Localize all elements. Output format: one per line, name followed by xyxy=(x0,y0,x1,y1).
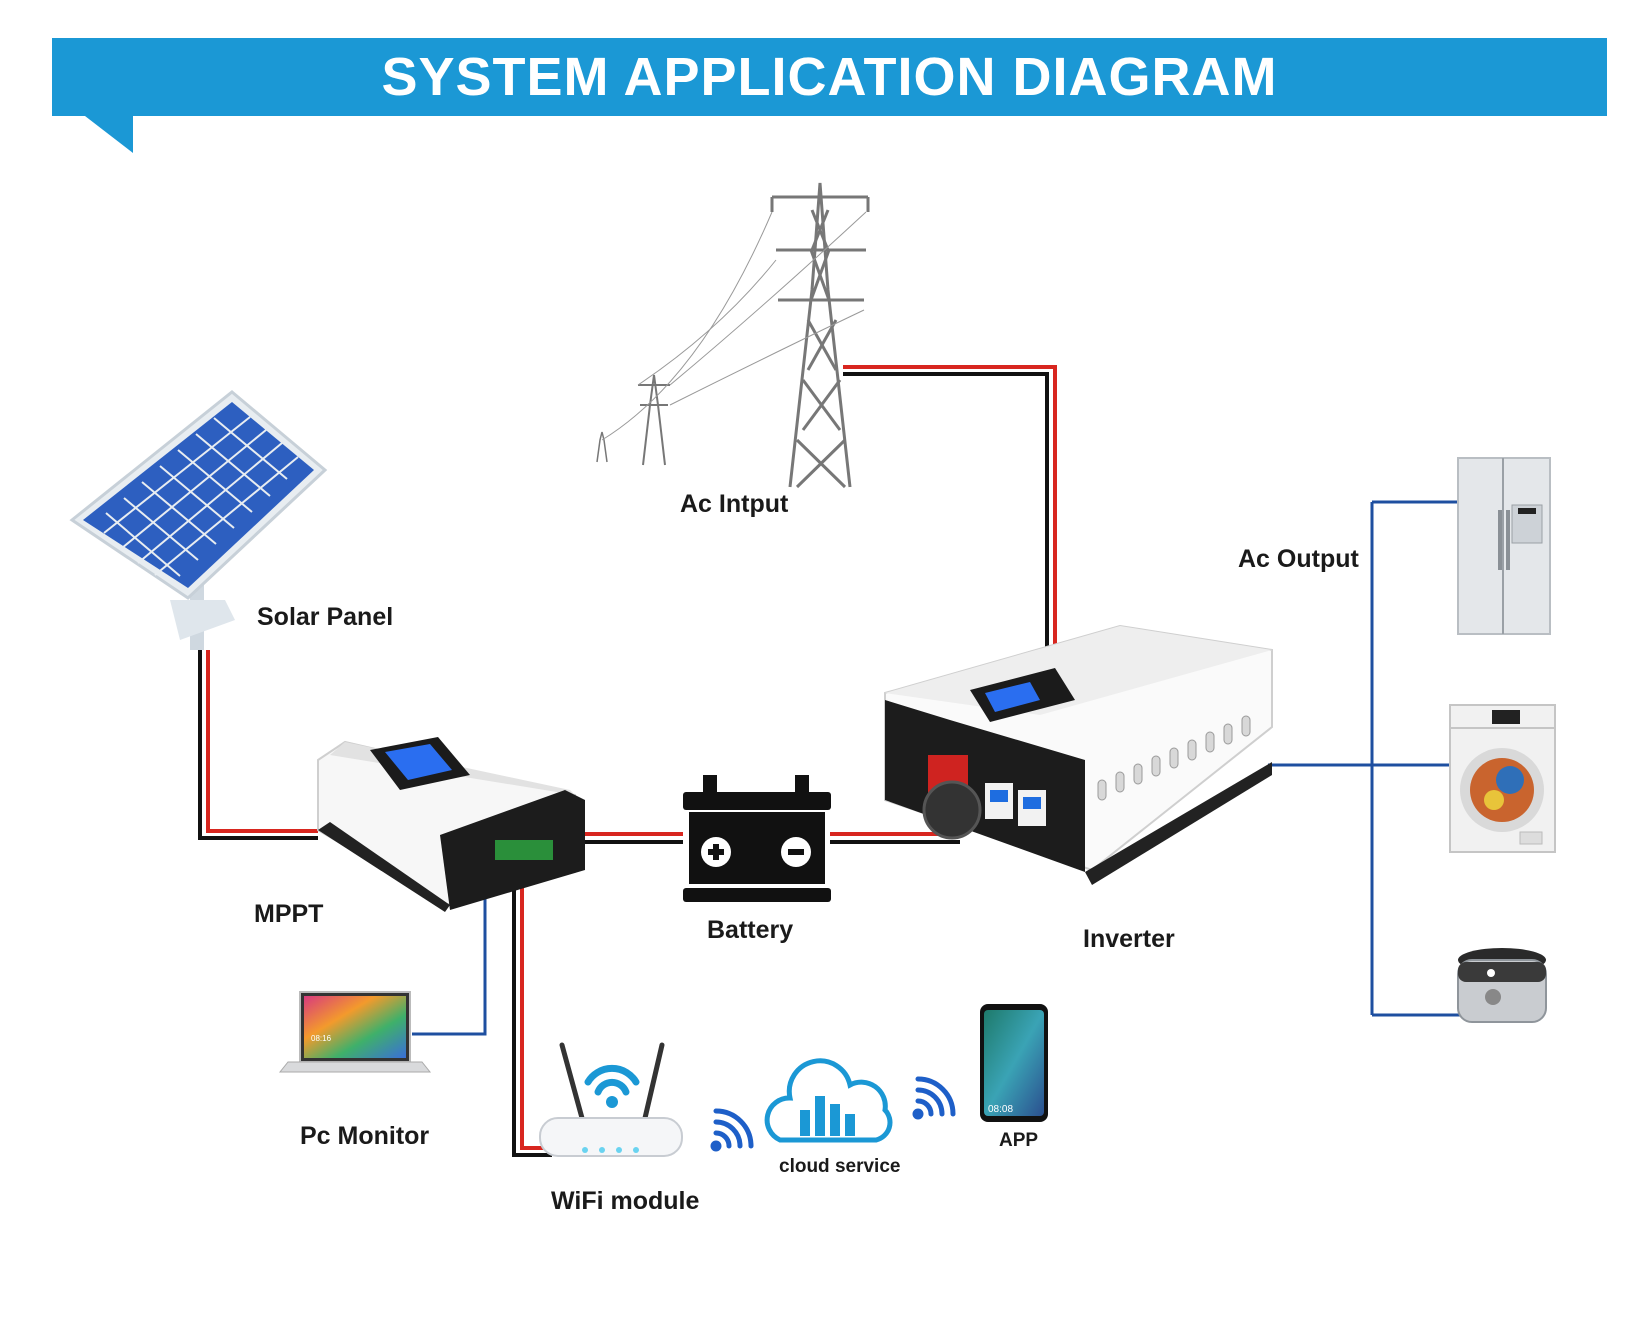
label-battery: Battery xyxy=(707,916,794,944)
wifi-signal-icon xyxy=(710,1108,754,1152)
refrigerator-icon xyxy=(1457,457,1551,635)
label-solar-panel: Solar Panel xyxy=(257,603,394,631)
label-ac-input: Ac Intput xyxy=(680,490,789,518)
cloud-icon xyxy=(764,1058,893,1143)
label-mppt: MPPT xyxy=(254,900,324,928)
title-banner xyxy=(52,38,1607,153)
mppt-controller-icon xyxy=(317,737,585,912)
label-inverter: Inverter xyxy=(1083,925,1175,953)
wifi-signal-icon xyxy=(912,1076,956,1120)
label-cloud-service: cloud service xyxy=(779,1156,901,1177)
label-ac-output: Ac Output xyxy=(1238,545,1359,573)
power-tower-icon xyxy=(596,182,870,489)
page-title: SYSTEM APPLICATION DIAGRAM xyxy=(381,47,1278,107)
label-app: APP xyxy=(999,1130,1039,1151)
power-wires xyxy=(198,365,1057,1157)
solar-panel-icon xyxy=(69,390,328,650)
washing-machine-icon xyxy=(1449,704,1556,853)
rice-cooker-icon xyxy=(1457,948,1547,1023)
laptop-icon: 08:16 xyxy=(278,991,432,1073)
label-pc-monitor: Pc Monitor xyxy=(300,1122,430,1150)
inverter-icon xyxy=(884,624,1273,885)
phone-clock: 08:08 xyxy=(988,1104,1013,1115)
smartphone-icon: 08:08 xyxy=(980,1004,1048,1122)
comm-wires xyxy=(412,500,1460,1036)
wifi-router-icon xyxy=(539,1042,683,1157)
battery-icon xyxy=(683,775,831,902)
laptop-clock: 08:16 xyxy=(311,1034,332,1043)
label-wifi-module: WiFi module xyxy=(551,1187,700,1215)
